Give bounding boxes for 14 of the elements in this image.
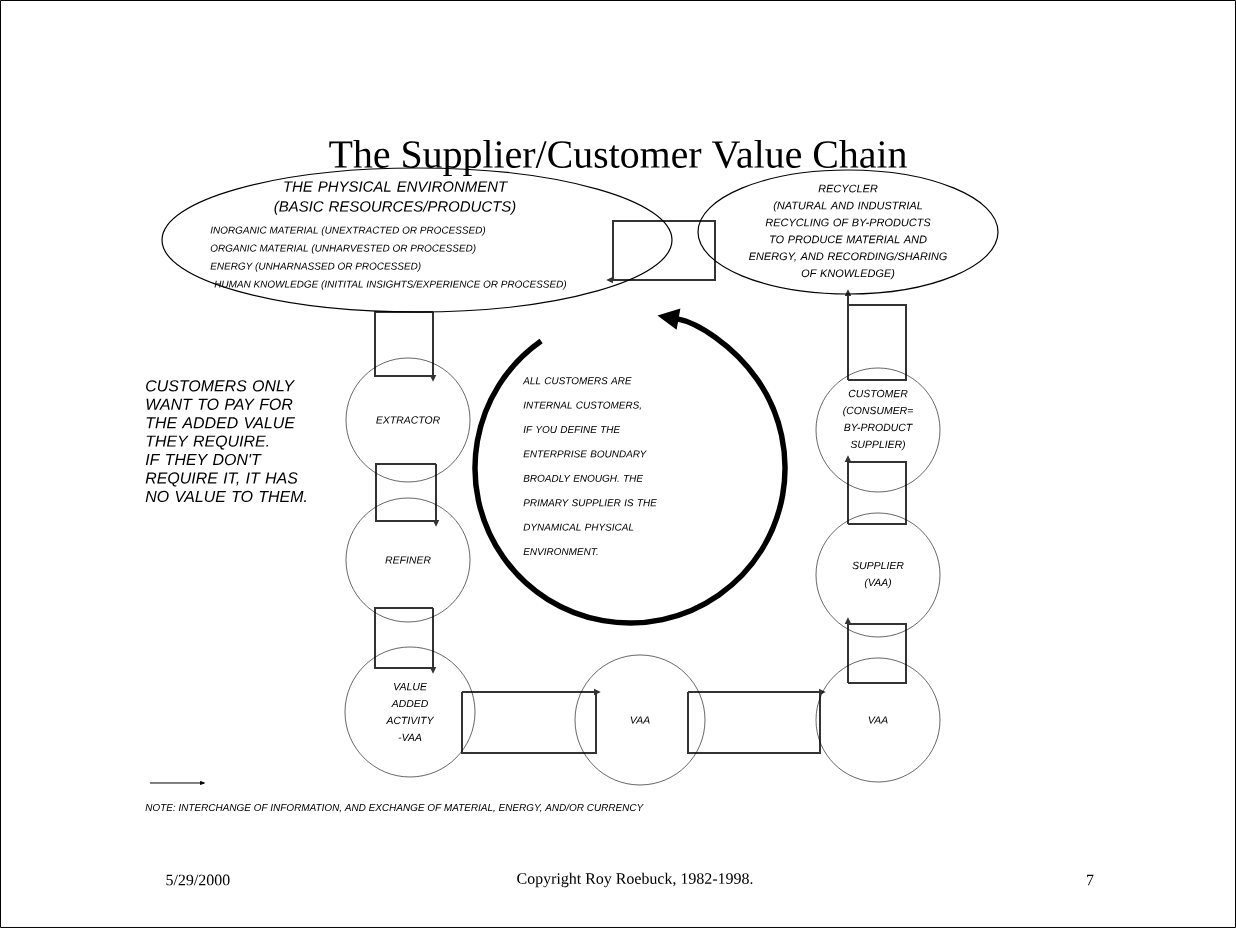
circle-node: EXTRACTOR [345,357,471,483]
circle-node: CUSTOMER (CONSUMER= BY-PRODUCT SUPPLIER) [815,367,941,493]
circle-node: VAA [815,657,941,783]
date: 5/29/2000 [166,874,230,886]
circle-node: REFINER [345,497,471,623]
copyright: Copyright Roy Roebuck, 1982-1998. [517,872,753,888]
ellipse-node: RECYCLER (NATURAL AND INDUSTRIAL RECYCLING OF BY-PRODUCTS TO PRODUCE MATERIAL AND ENERGY, AND RECORDING/SHARING OF KNOWLEDGE) [697,169,999,295]
note-text: ALL CUSTOMERS ARE INTERNAL CUSTOMERS, IF YOU DEFINE THE ENTERPRISE BOUNDARY BROADLY ENOUGH. THE PRIMARY SUPPLIER IS THE DYNAMICAL PHYSICAL ENVIRONMENT. [522,377,657,556]
circle-node: VALUE ADDED ACTIVITY -VAA [344,646,476,778]
circle-node: VAA [574,654,706,786]
legend-text: NOTE: INTERCHANGE OF INFORMATION, AND EXCHANGE OF MATERIAL, ENERGY, AND/OR CURRENCY [145,803,644,813]
page-number: 7 [1087,874,1094,886]
note-text: CUSTOMERS ONLY WANT TO PAY FOR THE ADDED VALUE THEY REQUIRE. IF THEY DON'T REQUIRE IT, IT HAS NO VALUE TO THEM. [145,380,306,503]
circle-node: SUPPLIER (VAA) [815,512,941,638]
